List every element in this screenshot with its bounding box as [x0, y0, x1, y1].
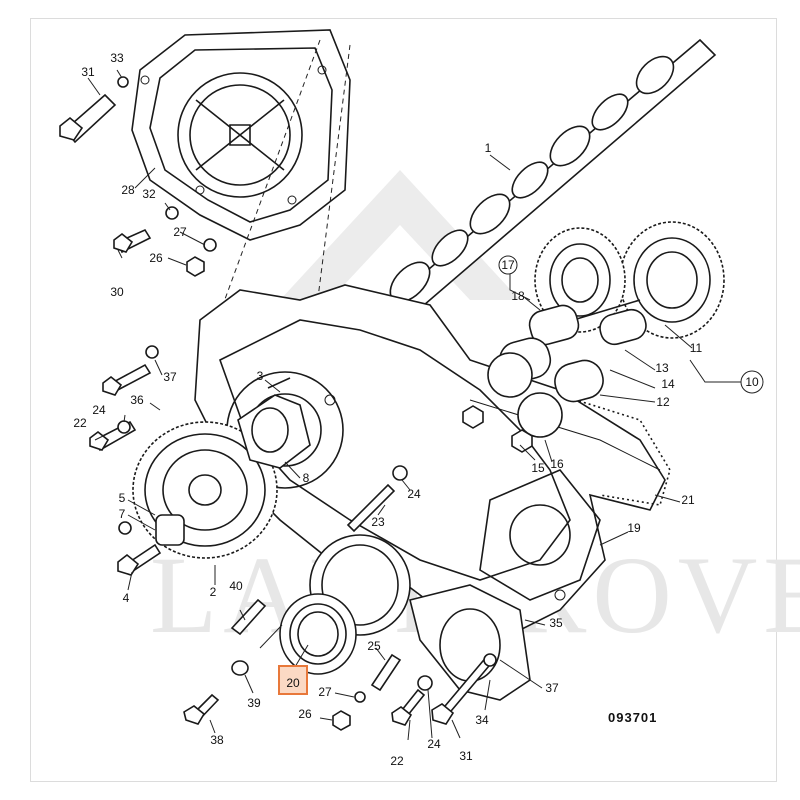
callout-17-circle	[498, 255, 518, 275]
callout-22a[interactable]: 22	[73, 416, 87, 430]
callout-37b[interactable]: 37	[545, 681, 559, 695]
callout-19[interactable]: 19	[627, 521, 641, 535]
idler-gear-assembly-part	[462, 221, 725, 453]
timing-gear-part	[132, 394, 311, 559]
callout-21[interactable]: 21	[681, 493, 695, 507]
callout-12[interactable]: 12	[656, 395, 670, 409]
callout-labels: 1 2 3 4 5 7 8 10 11 12 13 14 15 16 17 18…	[73, 51, 759, 768]
callout-3[interactable]: 3	[257, 369, 264, 383]
callout-8[interactable]: 8	[303, 471, 310, 485]
callout-40[interactable]: 40	[229, 579, 243, 593]
callout-23[interactable]: 23	[371, 515, 385, 529]
oil-seal-plate-part	[279, 534, 531, 701]
callout-20[interactable]: 20	[286, 676, 300, 690]
fasteners-part	[59, 76, 497, 731]
callout-26b[interactable]: 26	[298, 707, 312, 721]
callout-34[interactable]: 34	[475, 713, 489, 727]
callout-24c[interactable]: 24	[427, 737, 441, 751]
drawing-code: 093701	[608, 710, 657, 725]
gasket-part	[559, 394, 671, 506]
callout-10-circle	[740, 370, 764, 394]
callout-33[interactable]: 33	[110, 51, 124, 65]
callout-32[interactable]: 32	[142, 187, 156, 201]
callout-13[interactable]: 13	[655, 361, 669, 375]
callout-37a[interactable]: 37	[163, 370, 177, 384]
callout-10[interactable]: 10	[745, 375, 759, 389]
timing-cover-part	[131, 29, 351, 441]
callout-35[interactable]: 35	[549, 616, 563, 630]
callout-24a[interactable]: 24	[407, 487, 421, 501]
callout-2[interactable]: 2	[210, 585, 217, 599]
callout-36[interactable]: 36	[130, 393, 144, 407]
callout-7[interactable]: 7	[119, 507, 126, 521]
callout-4[interactable]: 4	[123, 591, 130, 605]
callout-1[interactable]: 1	[485, 141, 492, 155]
callout-39[interactable]: 39	[247, 696, 261, 710]
callout-27b[interactable]: 27	[318, 685, 332, 699]
callout-25[interactable]: 25	[367, 639, 381, 653]
callout-30[interactable]: 30	[110, 285, 124, 299]
callout-11[interactable]: 11	[690, 341, 703, 355]
callout-20-highlight	[278, 665, 308, 695]
callout-31a[interactable]: 31	[81, 65, 95, 79]
callout-28[interactable]: 28	[121, 183, 135, 197]
callout-16[interactable]: 16	[550, 457, 564, 471]
callout-31b[interactable]: 31	[459, 749, 473, 763]
callout-24b[interactable]: 24	[92, 403, 106, 417]
callout-38[interactable]: 38	[210, 733, 224, 747]
callout-27a[interactable]: 27	[173, 225, 187, 239]
callout-5[interactable]: 5	[119, 491, 126, 505]
callout-17[interactable]: 17	[501, 258, 515, 272]
callout-14[interactable]: 14	[661, 377, 675, 391]
callout-18[interactable]: 18	[511, 289, 525, 303]
callout-26a[interactable]: 26	[149, 251, 163, 265]
callout-22b[interactable]: 22	[390, 754, 404, 768]
callout-15[interactable]: 15	[531, 461, 545, 475]
